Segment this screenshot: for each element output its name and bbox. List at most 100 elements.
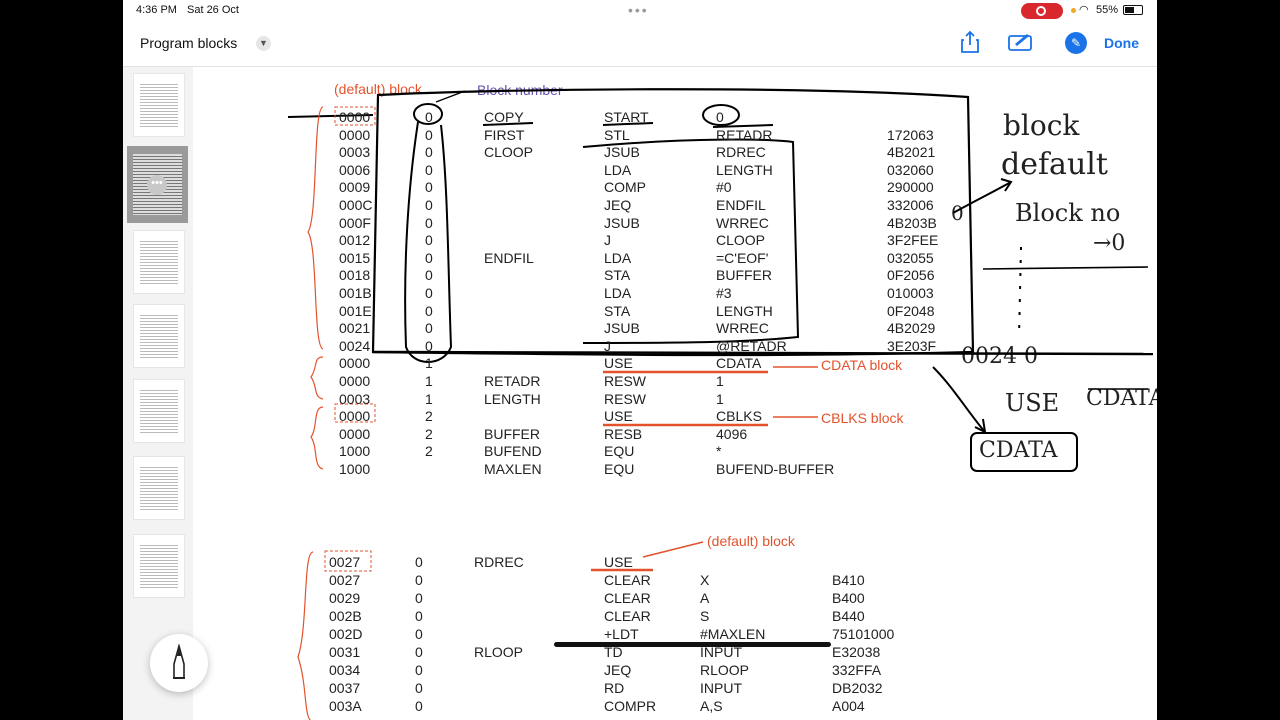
listing2-cell-col-0: 0029 [329, 590, 361, 606]
listing2-cell-col-5: B410 [832, 572, 865, 588]
listing1-cell-col-5: 3F2FEE [887, 232, 939, 249]
listing1-cell-col-2: RETADR [484, 373, 541, 389]
battery-icon [1123, 5, 1143, 15]
listing1-cell-col-1: 1 [425, 355, 433, 372]
listing1-cell-col-5: 0F2048 [887, 302, 935, 319]
done-button[interactable]: Done [1104, 35, 1139, 51]
listing1-cell-col-0: 0003 [339, 144, 371, 161]
listing1-cell-col-2: FIRST [484, 126, 525, 143]
listing1-cell-col-3: JEQ [604, 197, 632, 213]
listing1-cell-col-3: USE [604, 355, 633, 372]
default-block-label-2: (default) block [707, 533, 795, 549]
listing1-cell-col-5: 3E203F [887, 337, 937, 354]
listing2-cell-col-0: 0031 [329, 644, 361, 660]
listing2-cell-col-1: 0 [415, 590, 423, 606]
listing2-cell-col-4: S [700, 608, 710, 624]
listing1-cell-col-4: LENGTH [716, 161, 773, 178]
page-thumbnails-sidebar: ••• [123, 67, 193, 720]
pencil-tool-icon[interactable]: ✎ [1065, 32, 1087, 54]
listing2-cell-col-4: INPUT [700, 680, 742, 696]
page-thumbnail[interactable] [133, 73, 185, 137]
page-thumbnail[interactable] [133, 230, 185, 294]
listing1-cell-col-3: J [604, 337, 611, 354]
listing2-cell-col-3: RD [604, 680, 625, 696]
listing1-cell-col-4: ENDFIL [716, 197, 766, 213]
handwritten-note: block [1003, 109, 1080, 142]
listing1-cell-col-5: 010003 [887, 285, 934, 301]
listing2-cell-col-3: CLEAR [604, 608, 651, 624]
listing1-cell-col-3: RESB [604, 425, 643, 442]
pencil-floating-button[interactable] [150, 634, 208, 692]
chevron-down-icon[interactable]: ▼ [256, 36, 271, 51]
listing1-cell-col-2: ENDFIL [484, 249, 534, 266]
listing1-cell-col-2: CLOOP [484, 144, 534, 161]
listing2-cell-col-0: 0034 [329, 662, 361, 678]
listing2-cell-col-0: 0027 [329, 572, 361, 588]
status-time: 4:36 PM [136, 4, 177, 16]
listing1-cell-col-5: 032060 [887, 161, 934, 178]
listing1-cell-col-3: LDA [604, 249, 632, 266]
listing1-cell-col-2: COPY [484, 109, 524, 125]
listing1-cell-col-4: #3 [716, 285, 732, 301]
listing1-cell-col-1: 0 [425, 232, 433, 249]
listing1-cell-col-4: RDREC [716, 144, 766, 161]
screen-recording-icon[interactable] [1021, 3, 1063, 19]
listing2-cell-col-1: 0 [415, 698, 423, 714]
cdata-block-label: CDATA block [821, 357, 903, 373]
listing1-cell-col-0: 0021 [339, 320, 371, 337]
listing1-cell-col-0: 0018 [339, 267, 371, 284]
handwritten-note: Block no [1015, 199, 1121, 227]
listing1-cell-col-4: =C'EOF' [716, 249, 769, 266]
listing1-cell-col-1: 0 [425, 249, 433, 266]
listing2-cell-col-5: 332FFA [832, 662, 882, 678]
listing2-cell-col-4: #MAXLEN [700, 626, 766, 642]
page-thumbnail[interactable] [133, 379, 185, 443]
listing1-cell-col-5: 4B2029 [887, 320, 936, 337]
ink-annotations [287, 88, 1154, 720]
markup-icon[interactable] [1007, 30, 1035, 56]
share-icon[interactable] [960, 30, 980, 56]
more-options-icon[interactable]: ••• [147, 175, 167, 195]
page-thumbnail[interactable] [133, 456, 185, 520]
listing1-cell-col-0: 0024 [339, 337, 371, 354]
page-thumbnail[interactable] [133, 304, 185, 368]
nav-bar: Program blocks ▼ ✎ Done [123, 22, 1157, 67]
listing2-cell-col-3: +LDT [604, 626, 639, 642]
handwritten-note: →0 [1093, 231, 1126, 256]
listing1-cell-col-2: BUFFER [484, 425, 540, 442]
listing1-cell-col-4: 1 [716, 373, 724, 389]
listing1-cell-col-4: 0 [716, 109, 724, 125]
listing1-cell-col-3: JSUB [604, 144, 640, 161]
listing1-cell-col-0: 0000 [339, 126, 371, 143]
document-title[interactable]: Program blocks [140, 35, 238, 51]
listing1-cell-col-4: * [716, 443, 722, 460]
listing1-cell-col-3: J [604, 232, 611, 249]
mic-indicator-icon [1071, 8, 1076, 13]
listing1-cell-col-3: STA [604, 302, 631, 319]
listing1-cell-col-4: RETADR [716, 126, 773, 143]
listing2-cell-col-0: 002D [329, 626, 363, 642]
listing1-cell-col-3: RESW [604, 390, 646, 407]
home-indicator[interactable] [554, 642, 831, 647]
listing2-cell-col-3: CLEAR [604, 572, 651, 588]
listing1-cell-col-1: 2 [425, 443, 433, 460]
listing1-cell-col-4: 4096 [716, 425, 748, 442]
listing1-cell-col-4: CBLKS [716, 408, 762, 425]
status-bar: 4:36 PM Sat 26 Oct ••• ◠ 55% [123, 0, 1157, 22]
listing1-cell-col-4: WRREC [716, 214, 769, 231]
multitasking-dots-icon[interactable]: ••• [628, 2, 649, 18]
listing1-cell-col-3: EQU [604, 461, 635, 477]
listing2-cell-col-4: A [700, 590, 710, 606]
listing2-cell-col-4: X [700, 572, 710, 588]
listing2-cell-col-3: TD [604, 644, 623, 660]
page-thumbnail-selected[interactable]: ••• [127, 146, 188, 223]
listing2-cell-col-5: A004 [832, 698, 865, 714]
listing1-cell-col-1: 0 [425, 214, 433, 231]
page-thumbnail[interactable] [133, 534, 185, 598]
listing1-cell-col-0: 0009 [339, 179, 371, 196]
listing2-cell-col-3: USE [604, 554, 633, 570]
listing1-cell-col-1: 0 [425, 337, 433, 354]
listing1-cell-col-4: @RETADR [716, 337, 787, 354]
listing1-cell-col-2: BUFEND [484, 443, 542, 460]
listing1-cell-col-0: 1000 [339, 443, 371, 460]
